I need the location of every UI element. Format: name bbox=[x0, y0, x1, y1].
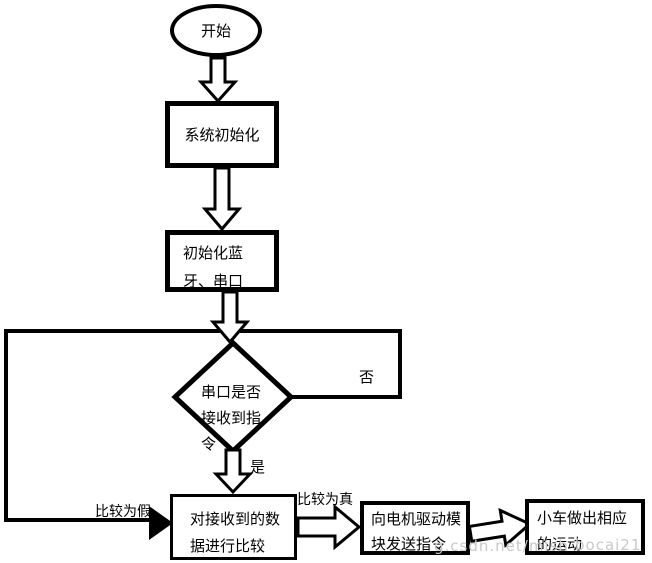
init-bluetooth-line2: 牙、串口 bbox=[183, 272, 244, 290]
watermark-prefix: g.csdn.net/mish bbox=[434, 537, 569, 555]
arrow-start-to-init-system bbox=[197, 56, 239, 104]
edge-label-yes: 是 bbox=[250, 458, 266, 476]
arrow-bluetooth-to-decision bbox=[209, 290, 251, 345]
motor-drive-node: 向电机驱动模 块发送指令 bbox=[360, 501, 470, 555]
edge-label-compare-false: 比较为假 bbox=[95, 504, 151, 520]
compare-data-node: 对接收到的数 据进行比较 bbox=[170, 494, 297, 560]
start-label: 开始 bbox=[200, 21, 231, 40]
car-motion-line1: 小车做出相应 bbox=[537, 509, 628, 527]
init-system-node: 系统初始化 bbox=[165, 101, 279, 168]
arrow-motor-to-car bbox=[467, 507, 533, 548]
compare-data-line2: 据进行比较 bbox=[190, 537, 266, 555]
init-bluetooth-node: 初始化蓝 牙、串口 bbox=[165, 230, 279, 292]
decision-line3: 令 bbox=[201, 435, 217, 453]
watermark-suffix: bocai21 bbox=[575, 536, 642, 554]
arrow-compare-to-motor bbox=[296, 503, 362, 551]
motor-drive-line1: 向电机驱动模 bbox=[371, 510, 462, 528]
init-system-label: 系统初始化 bbox=[184, 125, 260, 144]
arrow-decision-to-compare bbox=[212, 448, 254, 495]
edge-label-compare-true: 比较为真 bbox=[297, 492, 353, 508]
init-bluetooth-line1: 初始化蓝 bbox=[183, 244, 244, 262]
car-motion-node: 小车做出相应 的运动 bbox=[525, 499, 645, 555]
decision-serial-text: 串口是否 接收到指 令 bbox=[201, 379, 261, 457]
loop-connector-line bbox=[4, 329, 402, 522]
decision-line1: 串口是否 bbox=[201, 383, 262, 401]
edge-label-no: 否 bbox=[359, 368, 375, 386]
car-motion-line2: 的运动 bbox=[537, 535, 583, 553]
arrow-init-system-to-bluetooth bbox=[201, 166, 243, 232]
motor-drive-line2: 块发送指令 bbox=[371, 535, 447, 553]
decision-line2: 接收到指 bbox=[201, 409, 262, 427]
loop-arrowhead-into-compare bbox=[149, 506, 173, 540]
compare-data-line1: 对接收到的数 bbox=[190, 510, 281, 528]
start-node: 开始 bbox=[170, 4, 262, 57]
